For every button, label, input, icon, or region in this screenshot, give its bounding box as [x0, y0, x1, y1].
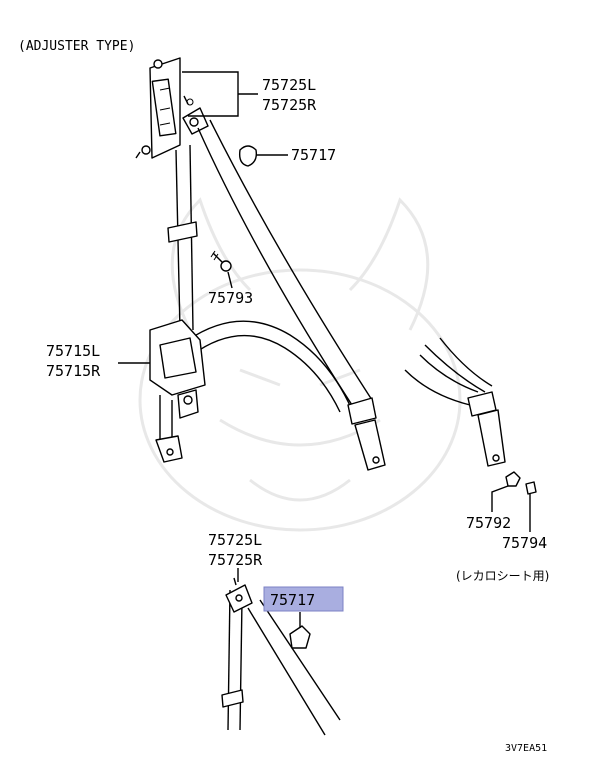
lap-belt	[187, 320, 353, 413]
shoulder-belt	[197, 119, 373, 406]
nut-75794	[525, 481, 537, 495]
diagram-caption: (ADJUSTER TYPE)	[18, 39, 135, 54]
label-cover-top: 75717	[291, 146, 336, 164]
label-adjuster2-r: 75725R	[208, 551, 263, 569]
d-ring-anchor	[182, 95, 209, 135]
figure-code: 3V7EA51	[505, 743, 547, 754]
note-recaro: (レカロシート用)	[456, 569, 549, 583]
label-nut-75792: 75792	[466, 514, 511, 532]
belt-cover-bottom	[289, 625, 311, 649]
label-adjuster2-l: 75725L	[208, 531, 262, 549]
adjuster-rail	[135, 57, 181, 159]
belt-cover-top	[238, 145, 258, 167]
leader-lines	[118, 71, 531, 628]
label-cover-highlight[interactable]: 75717	[270, 591, 315, 609]
label-retractor-l: 75715L	[46, 342, 100, 360]
lower-assembly	[221, 577, 341, 736]
highlight-box	[263, 586, 344, 612]
label-adjuster-l: 75725L	[262, 76, 316, 94]
label-nut-75794: 75794	[502, 534, 547, 552]
label-screw: 75793	[208, 289, 253, 307]
vertical-belt	[167, 144, 198, 331]
label-adjuster-r: 75725R	[262, 96, 317, 114]
retractor	[149, 319, 206, 463]
buckle-tongue	[347, 397, 386, 471]
nut-75792	[505, 471, 521, 487]
recaro-belt	[404, 337, 506, 467]
label-retractor-r: 75715R	[46, 362, 101, 380]
screw	[210, 250, 232, 272]
